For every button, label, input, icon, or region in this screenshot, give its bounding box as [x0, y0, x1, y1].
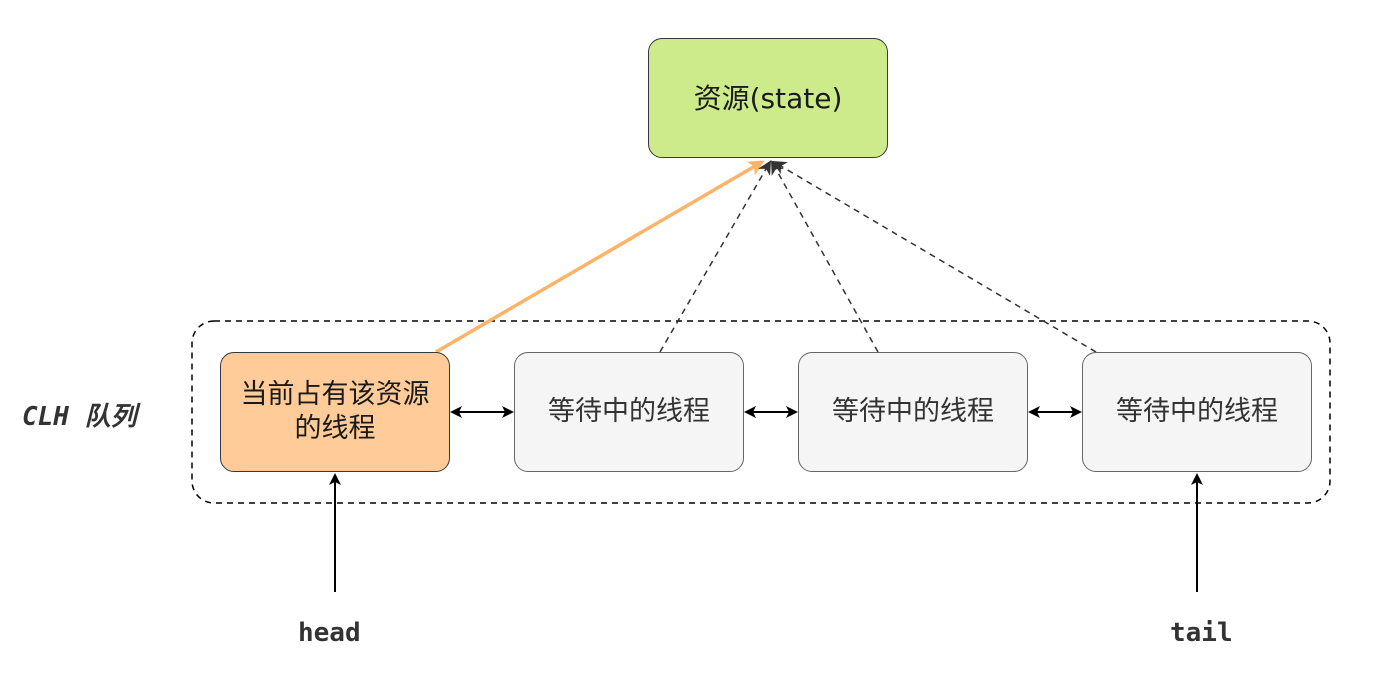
queue-node-waiting-2: 等待中的线程 [798, 352, 1028, 472]
clh-queue-label: CLH 队列 [22, 402, 137, 432]
resource-label: 资源(state) [693, 81, 843, 115]
owner-thread-label: 当前占有该资源 的线程 [240, 379, 430, 444]
waiting-thread-label: 等待中的线程 [548, 396, 710, 428]
owner-to-resource-arrow [435, 160, 765, 354]
queue-node-waiting-1: 等待中的线程 [514, 352, 744, 472]
waiting-2-to-resource-arrow [771, 160, 879, 353]
clh-queue-container [191, 320, 1331, 504]
waiting-thread-label: 等待中的线程 [832, 396, 994, 428]
head-pointer-label: head [298, 618, 361, 648]
tail-pointer-label: tail [1170, 618, 1233, 648]
queue-node-waiting-3: 等待中的线程 [1082, 352, 1312, 472]
queue-node-owner: 当前占有该资源 的线程 [220, 352, 450, 472]
waiting-3-to-resource-arrow [772, 160, 1097, 353]
waiting-thread-label: 等待中的线程 [1116, 396, 1278, 428]
waiting-1-to-resource-arrow [659, 160, 772, 353]
resource-state-node: 资源(state) [648, 38, 888, 158]
